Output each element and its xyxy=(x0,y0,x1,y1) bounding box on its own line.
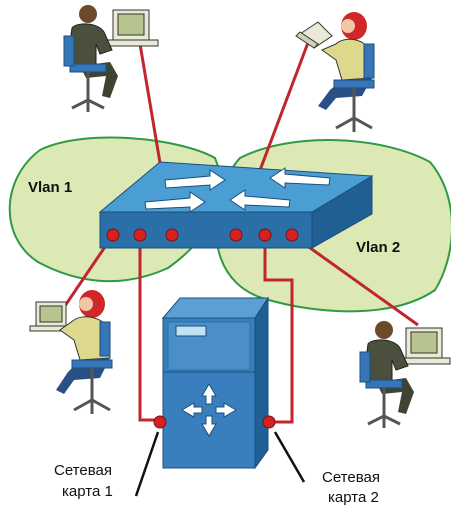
user-at-computer-icon-top-right xyxy=(295,12,375,132)
nic1-label-line1: Сетевая xyxy=(54,462,112,479)
nic2-pointer xyxy=(273,431,306,483)
port-5 xyxy=(258,228,272,242)
cable-nic2 xyxy=(263,235,294,424)
nic2-label-line1: Сетевая xyxy=(322,469,380,486)
vlan1-label: Vlan 1 xyxy=(28,179,72,196)
port-3 xyxy=(165,228,179,242)
nic2-label-line2: карта 2 xyxy=(328,489,379,506)
user-at-computer-icon-bottom-right xyxy=(359,321,451,428)
server-display xyxy=(175,325,207,337)
port-4 xyxy=(229,228,243,242)
router-server-icon xyxy=(153,296,276,470)
network-switch-icon xyxy=(98,161,374,249)
nic1-label-line2: карта 1 xyxy=(62,483,113,500)
server-arrows-icon xyxy=(181,383,237,437)
user-at-computer-icon-bottom-left xyxy=(29,290,113,414)
user-at-computer-icon-top-left xyxy=(63,5,159,112)
cable-bottom-right-user xyxy=(291,233,419,327)
switch-arrows xyxy=(144,167,331,213)
nic1-pointer xyxy=(134,431,160,497)
nic2-port xyxy=(262,415,276,429)
switch-front xyxy=(99,211,313,249)
server-side xyxy=(254,296,269,470)
cable-nic1 xyxy=(138,235,160,422)
vlan2-label: Vlan 2 xyxy=(356,239,400,256)
port-1 xyxy=(106,228,120,242)
port-6 xyxy=(285,228,299,242)
switch-ports xyxy=(106,228,299,242)
port-2 xyxy=(133,228,147,242)
nic1-port xyxy=(153,415,167,429)
server-top xyxy=(161,297,269,319)
